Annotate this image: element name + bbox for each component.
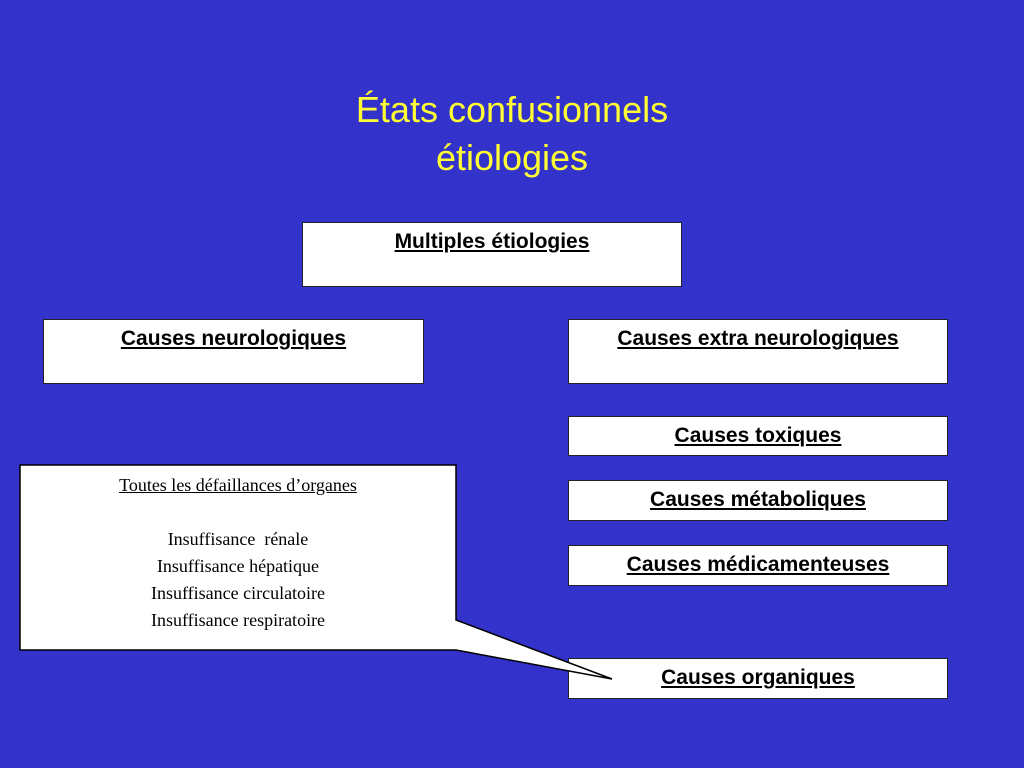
slide-title-line-2: étiologies [435, 137, 589, 178]
callout-text: Toutes les défaillances d’organes Insuff… [22, 472, 454, 634]
box-multiples-etiologies-label: Multiples étiologies [394, 230, 590, 253]
box-causes-neurologiques-label: Causes neurologiques [120, 327, 347, 350]
box-causes-extra-neurologiques-label: Causes extra neurologiques [617, 327, 899, 350]
callout-item-respiratoire: Insuffisance respiratoire [150, 610, 326, 630]
box-causes-metaboliques: Causes métaboliques [568, 480, 948, 521]
box-causes-organiques: Causes organiques [568, 658, 948, 699]
callout-item-hepatique: Insuffisance hépatique [156, 556, 320, 576]
box-causes-medicamenteuses: Causes médicamenteuses [568, 545, 948, 586]
callout-heading: Toutes les défaillances d’organes [119, 475, 357, 495]
callout-item-circulatoire: Insuffisance circulatoire [150, 583, 326, 603]
callout-item-renale: Insuffisance rénale [167, 529, 309, 549]
box-causes-toxiques-label: Causes toxiques [674, 424, 842, 447]
box-causes-metaboliques-label: Causes métaboliques [650, 488, 866, 511]
box-causes-organiques-label: Causes organiques [661, 666, 855, 689]
box-causes-medicamenteuses-label: Causes médicamenteuses [626, 553, 890, 576]
box-causes-neurologiques: Causes neurologiques [43, 319, 424, 384]
box-causes-extra-neurologiques: Causes extra neurologiques [568, 319, 948, 384]
slide-title-line-1: États confusionnels [355, 89, 669, 130]
box-causes-toxiques: Causes toxiques [568, 416, 948, 456]
box-multiples-etiologies: Multiples étiologies [302, 222, 682, 287]
